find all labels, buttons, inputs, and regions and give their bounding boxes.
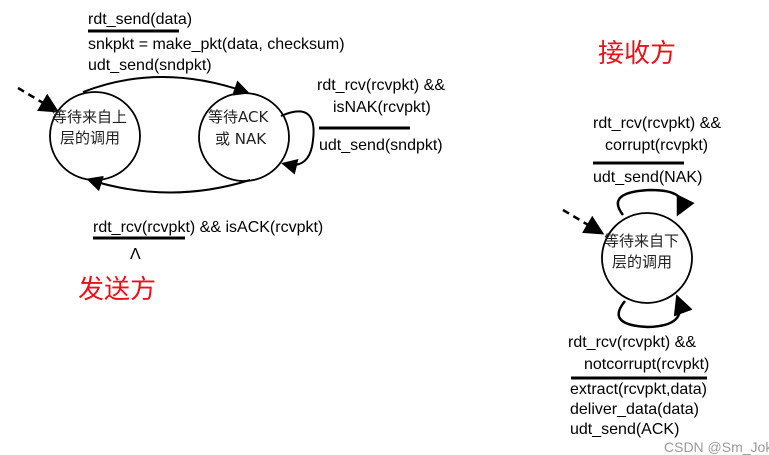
- transition-ack: [86, 175, 251, 194]
- receiver-t2-action-3: udt_send(ACK): [570, 421, 679, 438]
- sender-title: 发送方: [78, 275, 156, 305]
- self-loop-notcorrupt: [617, 294, 693, 329]
- receiver-t1-action: udt_send(NAK): [593, 169, 702, 186]
- sender-t3-action: Λ: [130, 246, 141, 263]
- state-wait-call-receiver: [601, 212, 693, 304]
- receiver-title: 接收方: [598, 39, 676, 69]
- receiver-t2-action-1: extract(rcvpkt,data): [570, 381, 707, 398]
- sender-t3-event: rdt_rcv(rcvpkt) && isACK(rcvpkt): [93, 219, 323, 236]
- receiver-state-label-1: 等待来自下: [604, 232, 679, 250]
- state-wait-call-label-1: 等待来自上: [52, 108, 127, 126]
- receiver-t1-event-2: corrupt(rcvpkt): [605, 137, 708, 154]
- sender-t1-event: rdt_send(data): [88, 11, 192, 28]
- sender-t2-event-2: isNAK(rcvpkt): [333, 99, 431, 116]
- receiver-t1-event-1: rdt_rcv(rcvpkt) &&: [593, 115, 721, 132]
- self-loop-nak: [280, 110, 315, 175]
- sender-t2-event-1: rdt_rcv(rcvpkt) &&: [317, 77, 445, 94]
- receiver-state-label-2: 层的调用: [612, 253, 672, 271]
- sender-t1-action-1: snkpkt = make_pkt(data, checksum): [88, 36, 345, 53]
- watermark: CSDN @Sm_Joker: [664, 439, 769, 455]
- state-wait-ack-label-1: 等待ACK: [208, 108, 269, 126]
- initial-arrow-receiver: [562, 208, 605, 235]
- transition-send: [82, 76, 250, 96]
- initial-arrow-sender: [17, 86, 60, 113]
- receiver-t2-action-2: deliver_data(data): [570, 401, 699, 418]
- receiver-t2-event-2: notcorrupt(rcvpkt): [584, 356, 709, 373]
- sender-t1-action-2: udt_send(sndpkt): [88, 57, 212, 74]
- receiver-t2-event-1: rdt_rcv(rcvpkt) &&: [568, 334, 696, 351]
- sender-t2-action: udt_send(sndpkt): [319, 137, 443, 154]
- state-wait-call-label-2: 层的调用: [60, 129, 120, 147]
- state-wait-ack-label-2: 或 NAK: [215, 130, 267, 148]
- self-loop-corrupt: [616, 188, 695, 217]
